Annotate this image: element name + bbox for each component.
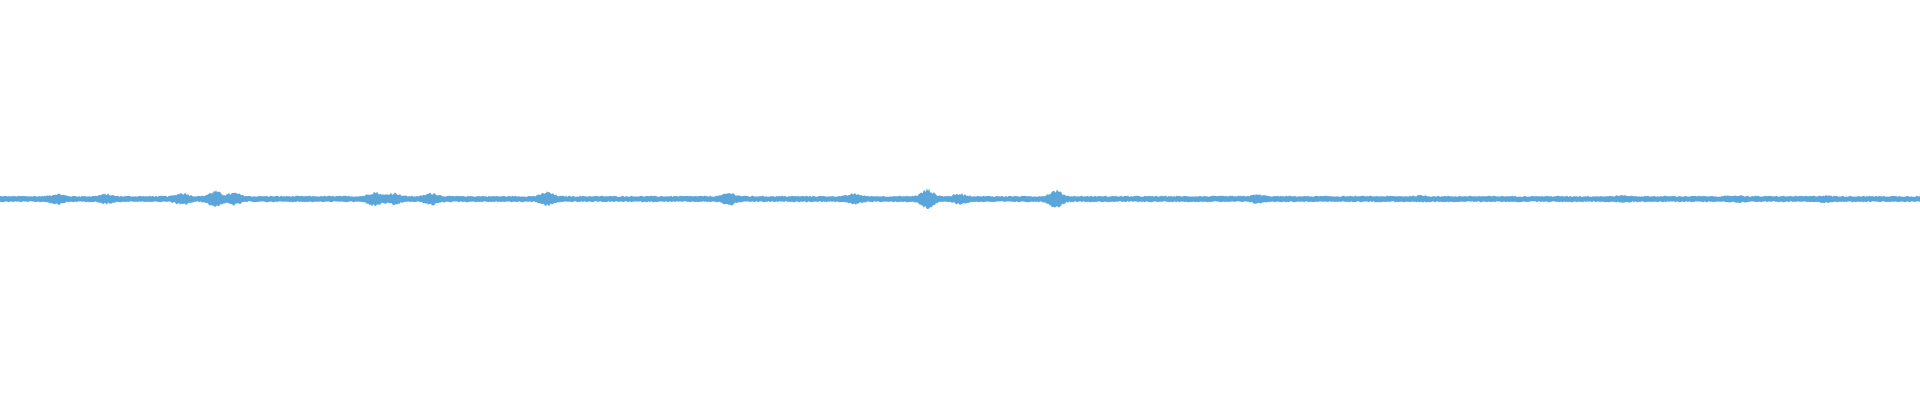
waveform-panel (0, 188, 1920, 209)
waveform-chart (0, 188, 1920, 209)
